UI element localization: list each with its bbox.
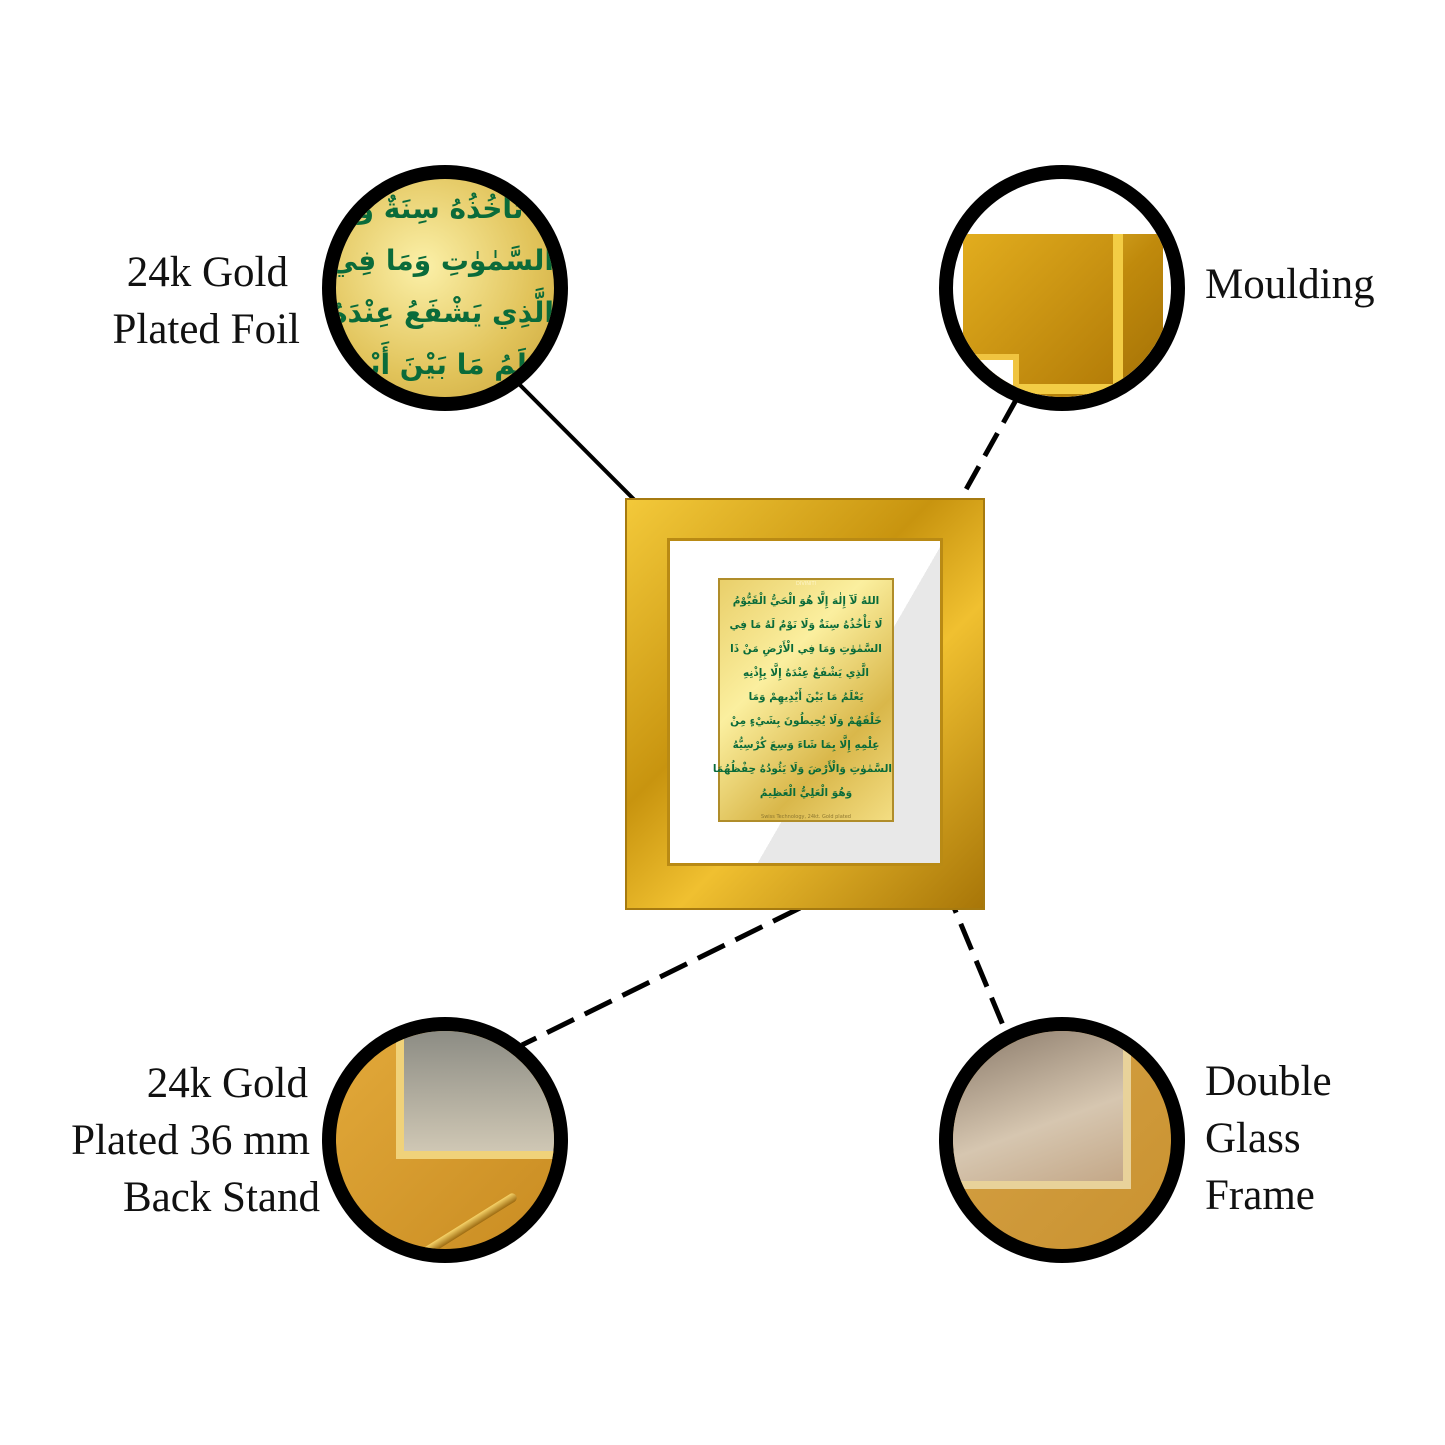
plate-footer-text: Swiss Technology, 24kt. Gold plated <box>761 814 851 820</box>
verse-line: عِلْمِهِ إِلَّا بِمَا شَاءَ وَسِعَ كُرْس… <box>732 739 880 751</box>
verse-line: يَعْلَمُ مَا بَيْنَ أَيْدِيهِمْ وَمَا <box>748 691 864 703</box>
label-line: Double <box>1205 1058 1332 1105</box>
gold-foil-plate: DIVINITI اللهُ لَآ إِلٰهَ إِلَّا هُوَ ال… <box>712 578 894 822</box>
stand-glass <box>396 1031 554 1159</box>
glass-closeup <box>953 1031 1131 1189</box>
moulding-glass <box>963 354 1019 397</box>
verse-line: وَهُوَ الْعَلِيُّ الْعَظِيمُ <box>759 787 853 799</box>
glass-detail-circle <box>939 1017 1185 1263</box>
closeup-line: السَّمٰوٰتِ وَمَا فِي الْأَرْضِ مَنْ ذَا <box>329 244 554 277</box>
verse-line: السَّمٰوٰتِ وَالْأَرْضَ وَلَا يَئُودُهُ … <box>712 763 892 775</box>
frame-mount: DIVINITI اللهُ لَآ إِلٰهَ إِلَّا هُوَ ال… <box>667 538 943 866</box>
stand-detail-circle <box>322 1017 568 1263</box>
label-line: Plated Foil <box>112 306 300 353</box>
closeup-line: الَّذِي يَشْفَعُ عِنْدَهُ إِلَّا بِإِذْن… <box>331 296 554 329</box>
foil-label: 24k Gold Plated Foil <box>60 244 300 358</box>
verse-line: الَّذِي يَشْفَعُ عِنْدَهُ إِلَّا بِإِذْن… <box>743 667 869 679</box>
label-line: 24k Gold <box>126 249 288 296</box>
brand-text: DIVINITI <box>796 581 816 587</box>
verse-line: خَلْفَهُمْ وَلَا يُحِيطُونَ بِشَيْءٍ مِن… <box>730 715 882 727</box>
back-stand-pin <box>420 1191 519 1249</box>
foil-closeup-text: لَا تَأْخُذُهُ سِنَةٌ وَلَا نَوْمٌ لَهُ … <box>329 183 554 391</box>
glass-callout-line <box>927 849 1008 1031</box>
moulding-label: Moulding <box>1205 256 1375 313</box>
label-line: Back Stand <box>122 1174 320 1221</box>
moulding-detail-circle <box>939 165 1185 411</box>
foil-detail-circle: لَا تَأْخُذُهُ سِنَةٌ وَلَا نَوْمٌ لَهُ … <box>322 165 568 411</box>
stand-callout-line <box>520 905 802 1048</box>
glass-label: Double Glass Frame <box>1205 1053 1332 1224</box>
label-line: Glass <box>1205 1115 1301 1162</box>
label-line: Moulding <box>1205 261 1375 308</box>
plate-verse: اللهُ لَآ إِلٰهَ إِلَّا هُوَ الْحَيُّ ال… <box>712 589 892 805</box>
verse-line: اللهُ لَآ إِلٰهَ إِلَّا هُوَ الْحَيُّ ال… <box>732 595 880 607</box>
label-line: 24k Gold <box>146 1060 308 1107</box>
label-line: Frame <box>1205 1172 1315 1219</box>
label-line: Plated 36 mm <box>71 1117 310 1164</box>
verse-line: لَا تَأْخُذُهُ سِنَةٌ وَلَا نَوْمٌ لَهُ … <box>729 619 883 631</box>
verse-line: السَّمٰوٰتِ وَمَا فِي الْأَرْضِ مَنْ ذَا <box>730 643 882 655</box>
photo-frame: DIVINITI اللهُ لَآ إِلٰهَ إِلَّا هُوَ ال… <box>625 498 985 910</box>
stand-label: 24k Gold Plated 36 mm Back Stand <box>20 1055 320 1226</box>
